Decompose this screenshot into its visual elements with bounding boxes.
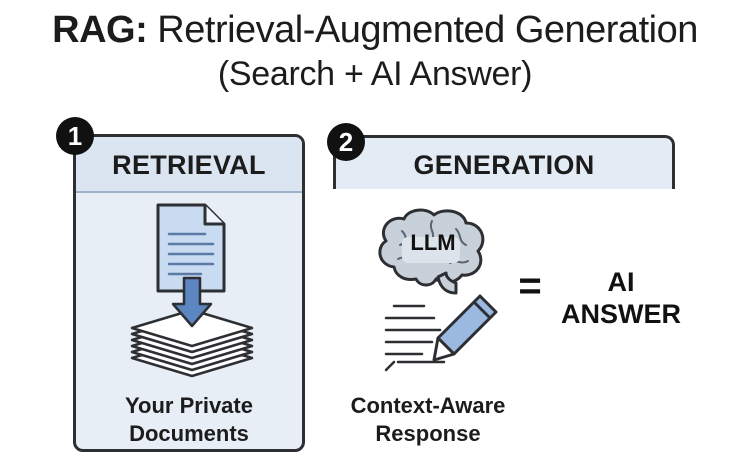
- document-icon: [156, 203, 226, 293]
- generation-heading: GENERATION: [413, 150, 595, 180]
- brain-label: LLM: [410, 230, 456, 255]
- ai-answer-line1: AI: [607, 267, 635, 297]
- pen-icon: [432, 294, 498, 362]
- down-arrow-icon: [171, 276, 213, 328]
- generation-caption-line1: Context-Aware: [350, 393, 506, 418]
- page-subtitle: (Search + AI Answer): [217, 55, 533, 93]
- step-1-badge: 1: [56, 117, 94, 155]
- page-title: RAG: Retrieval-Augmented Generation: [0, 8, 750, 52]
- retrieval-header: [76, 137, 302, 193]
- title-rest: Retrieval-Augmented Generation: [147, 9, 698, 51]
- step-2-badge: 2: [327, 123, 365, 161]
- response-lines-icon: [384, 304, 446, 372]
- ai-answer-line2: ANSWER: [561, 299, 681, 329]
- retrieval-heading: RETRIEVAL: [112, 150, 266, 180]
- brain-icon: [378, 208, 485, 295]
- title-bold: RAG:: [52, 9, 148, 51]
- retrieval-caption-line2: Documents: [129, 421, 249, 446]
- retrieval-caption-line1: Your Private: [125, 393, 253, 418]
- document-stack-icon: [130, 308, 254, 378]
- generation-caption-line2: Response: [375, 421, 481, 446]
- equals-sign: =: [518, 264, 542, 308]
- retrieval-panel: [73, 134, 305, 452]
- generation-header: [333, 135, 675, 189]
